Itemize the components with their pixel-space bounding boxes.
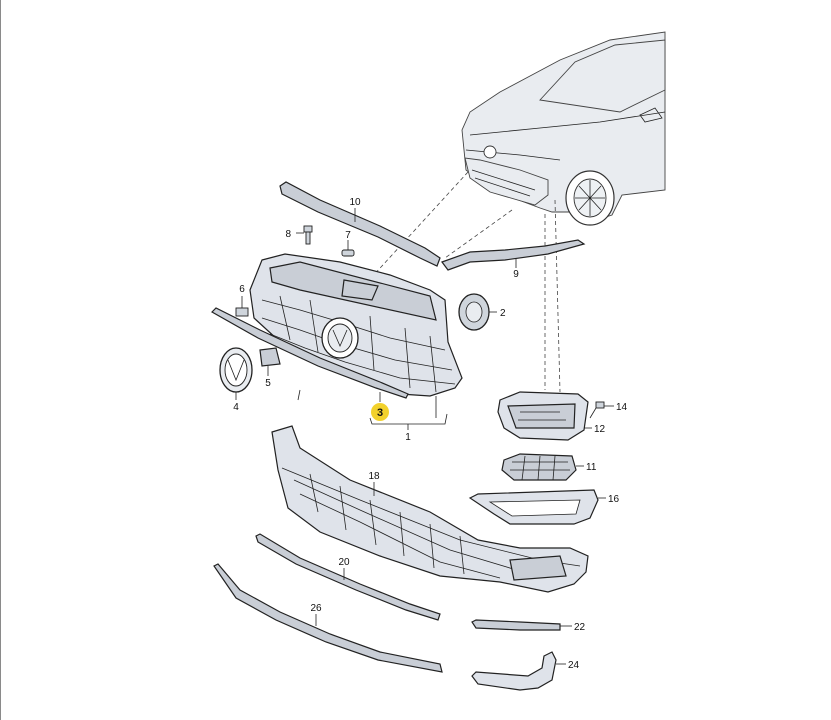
left-frame-border xyxy=(0,0,1,720)
part-24-corner-trim xyxy=(471,651,566,691)
callout-14: 14 xyxy=(616,402,628,413)
callout-4: 4 xyxy=(233,402,239,413)
part-14-screw xyxy=(589,401,614,419)
callout-22: 22 xyxy=(574,622,586,633)
callout-labels: 10 8 7 9 6 2 5 4 3 1 14 12 11 16 18 20 2… xyxy=(233,197,627,671)
part-20-long-trim-strip xyxy=(255,533,441,621)
part-18-bumper-lower-grille xyxy=(271,425,589,593)
part-10-upper-trim-strip xyxy=(279,181,441,267)
car-illustration xyxy=(461,31,666,226)
callout-7: 7 xyxy=(345,230,351,241)
part-9-right-trim-strip xyxy=(441,239,586,271)
callout-26: 26 xyxy=(310,603,322,614)
part-5-sensor-cover xyxy=(259,347,281,376)
part-26-lower-trim-strip xyxy=(213,563,443,673)
callout-6: 6 xyxy=(239,284,245,295)
part-8-screw xyxy=(296,225,313,245)
part-6-small-clip xyxy=(235,296,249,317)
part-11-grille-insert xyxy=(501,453,584,481)
callout-18: 18 xyxy=(368,471,380,482)
callout-24: 24 xyxy=(568,660,580,671)
callout-20: 20 xyxy=(338,557,350,568)
callout-12: 12 xyxy=(594,424,606,435)
part-4-emblem xyxy=(219,347,253,400)
part-3-grille-trim-strip xyxy=(211,307,409,402)
callout-3-highlight xyxy=(371,403,389,421)
callout-3: 3 xyxy=(377,407,383,419)
part-7-clip xyxy=(341,240,355,257)
part-12-fog-light-housing xyxy=(497,391,592,441)
callout-9: 9 xyxy=(513,269,519,280)
part-22-short-trim-strip xyxy=(471,619,572,631)
part-2-round-cover xyxy=(458,293,497,331)
callout-10: 10 xyxy=(349,197,361,208)
callout-2: 2 xyxy=(500,308,506,319)
callout-16: 16 xyxy=(608,494,620,505)
callout-1: 1 xyxy=(405,432,411,443)
callout-8: 8 xyxy=(285,229,291,240)
callout-5: 5 xyxy=(265,378,271,389)
leader-lines xyxy=(359,171,561,393)
part-1-radiator-grille xyxy=(249,253,463,430)
callout-11: 11 xyxy=(586,462,597,473)
part-16-trim-frame xyxy=(468,489,606,525)
